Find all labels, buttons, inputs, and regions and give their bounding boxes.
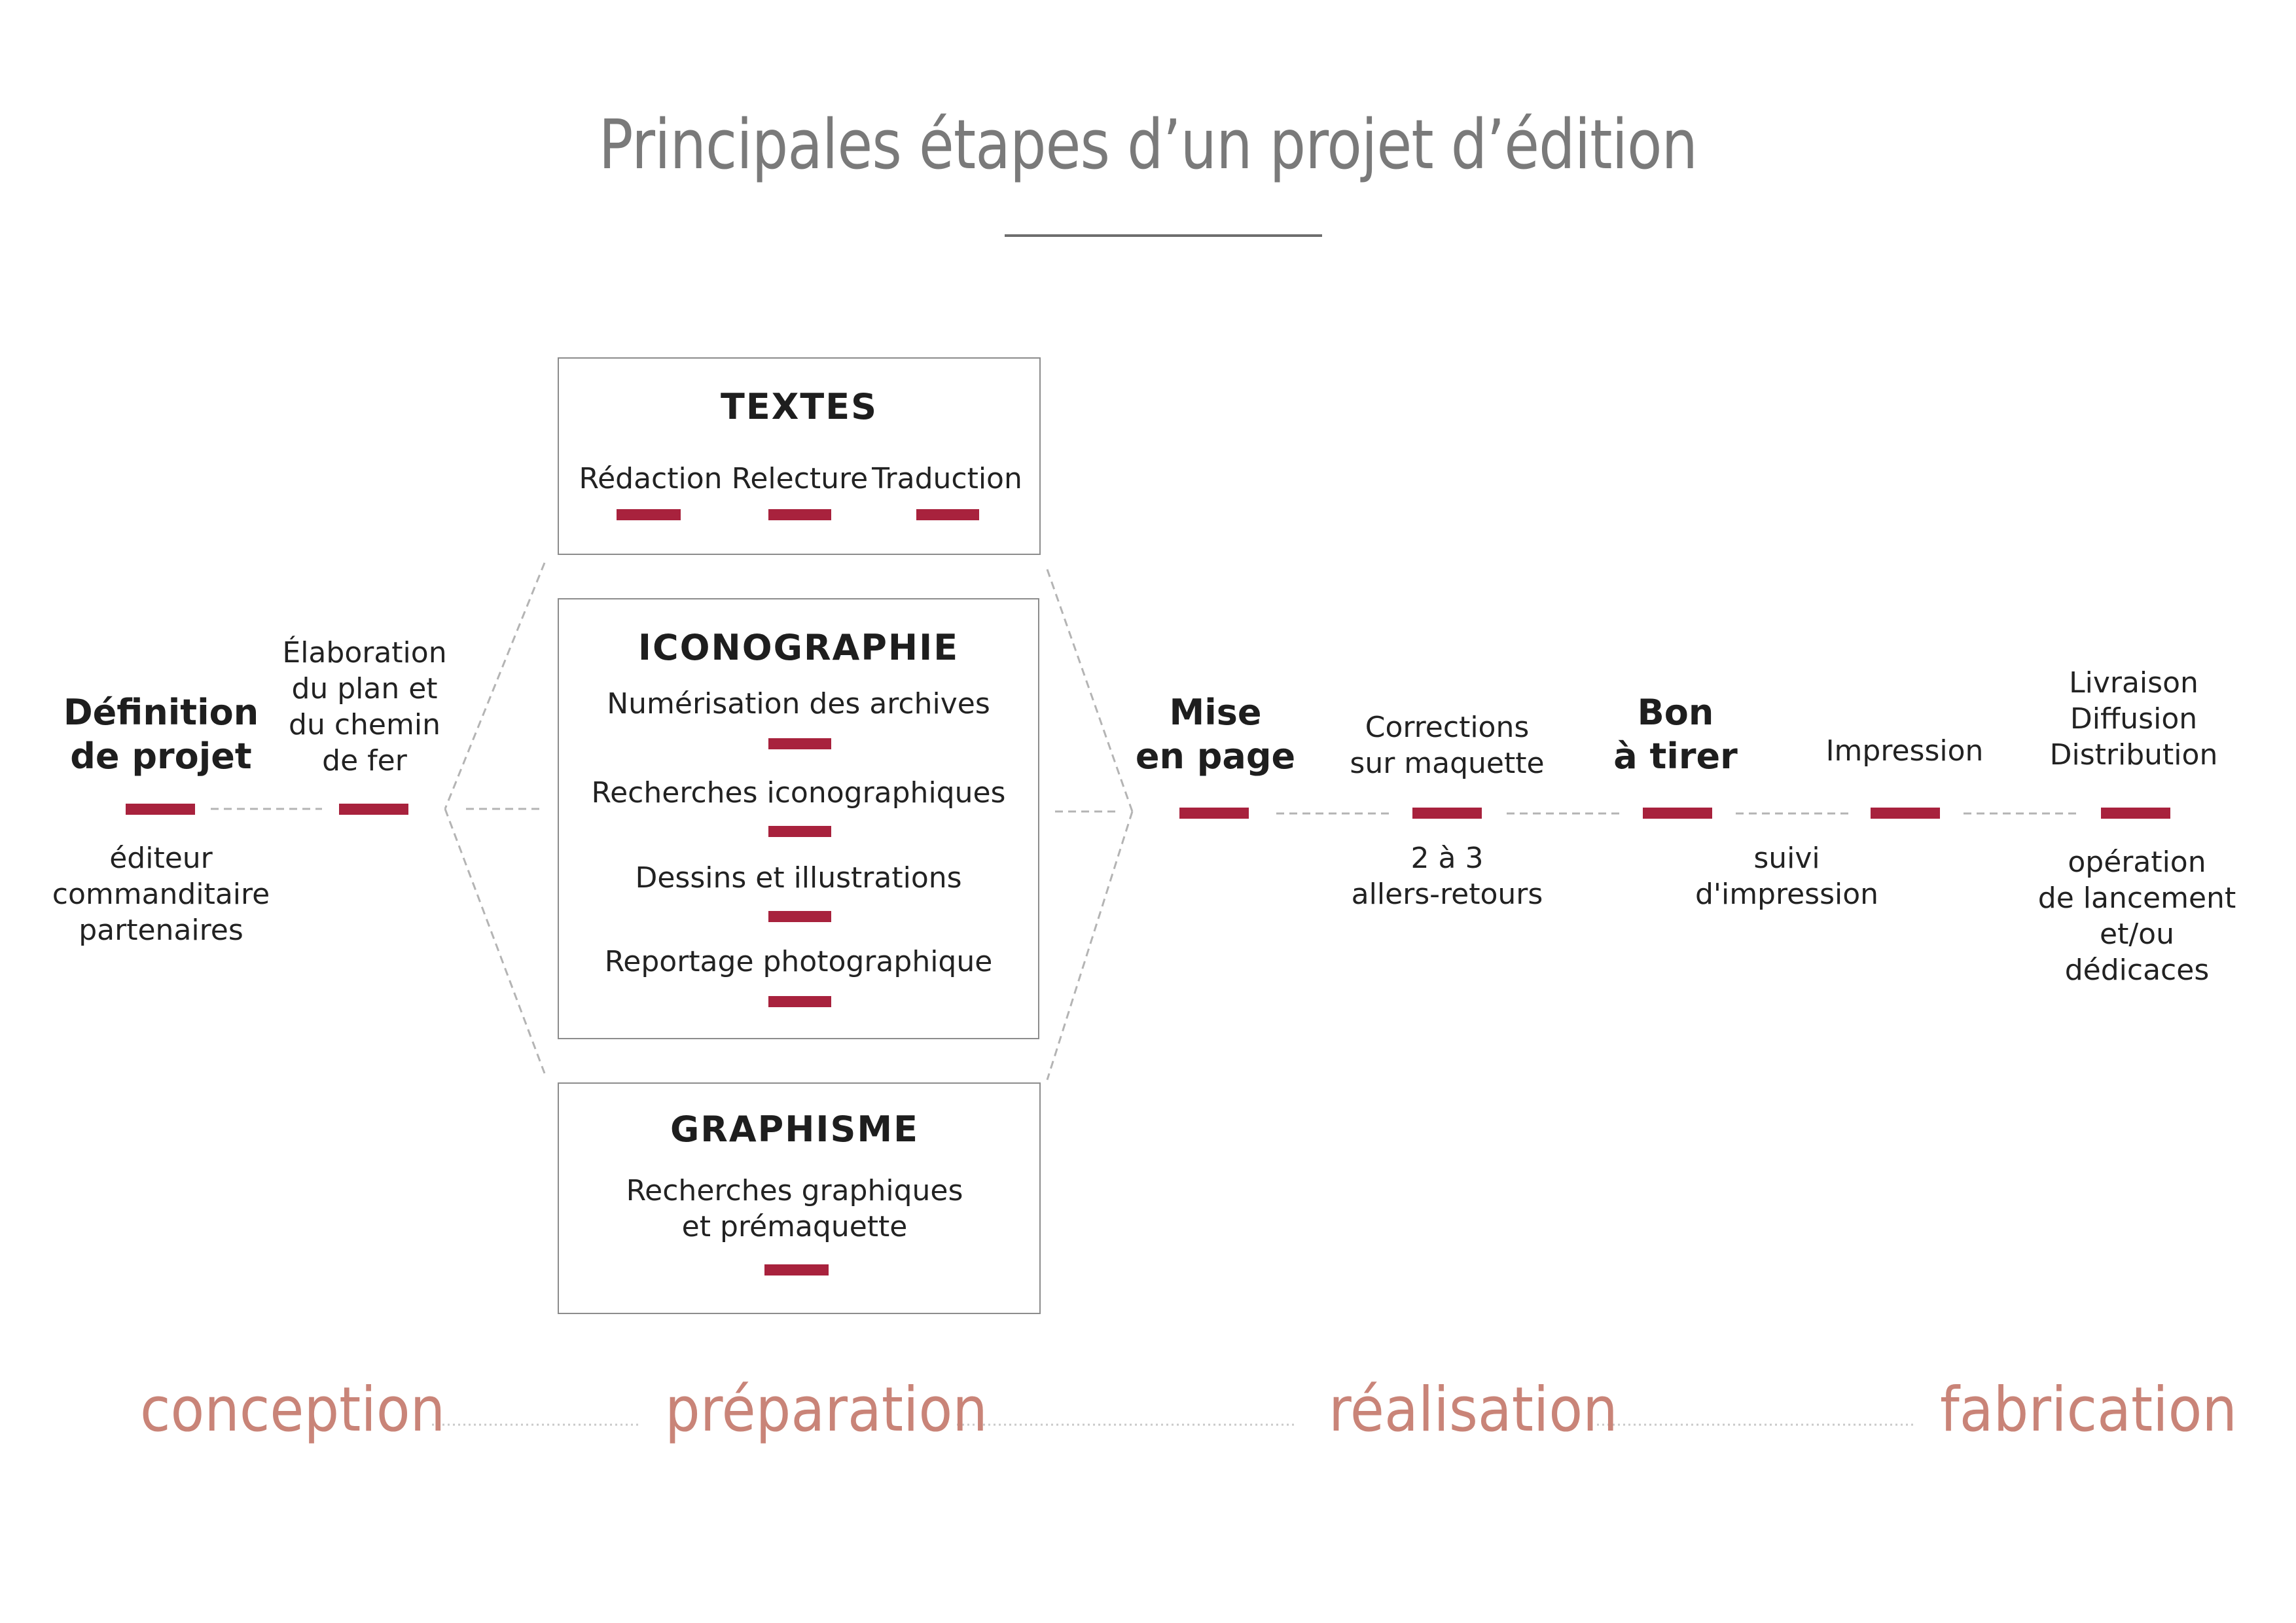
step-marker-livraison	[2101, 808, 2170, 819]
definition-label: Définition de projet	[63, 692, 259, 777]
step-label-traduction: Traduction	[872, 462, 1022, 495]
impression-notes: suivi d'impression	[1695, 842, 1879, 911]
step-marker-relecture	[768, 509, 831, 520]
step-marker-reportage	[768, 996, 831, 1007]
graphisme-box: GRAPHISME Recherches graphiques et préma…	[558, 1082, 1041, 1314]
step-marker-numerisation	[768, 738, 831, 749]
step-marker-elaboration	[339, 804, 408, 815]
phase-preparation: préparation	[665, 1374, 988, 1446]
page-title: Principales étapes d’un projet d’édition	[598, 105, 1698, 185]
iconographie-box: ICONOGRAPHIE Numérisation des archives R…	[558, 598, 1039, 1039]
step-marker-recherches-icono	[768, 826, 831, 837]
frame-right-lower	[1046, 811, 1134, 1080]
textes-box: TEXTES Rédaction Relecture Traduction	[558, 357, 1041, 555]
elaboration-label: Élaboration du plan et du chemin de fer	[282, 636, 447, 777]
step-marker-corrections	[1412, 808, 1482, 819]
mise-en-page-label: Mise en page	[1135, 692, 1296, 777]
bon-a-tirer-label: Bon à tirer	[1613, 692, 1738, 777]
step-label-reportage: Reportage photographique	[604, 945, 993, 978]
phase-fabrication: fabrication	[1940, 1374, 2238, 1446]
step-marker-dessins	[768, 911, 831, 922]
step-marker-mise-en-page	[1179, 808, 1249, 819]
step-label-dessins: Dessins et illustrations	[635, 861, 962, 895]
step-marker-impression	[1871, 808, 1940, 819]
graphisme-text: Recherches graphiques et prémaquette	[626, 1174, 963, 1243]
frame-left-upper	[444, 562, 546, 810]
step-marker-bon-a-tirer	[1643, 808, 1712, 819]
iconographie-heading: ICONOGRAPHIE	[637, 627, 960, 668]
step-label-redaction: Rédaction	[579, 462, 723, 495]
step-marker-graphisme	[764, 1264, 829, 1275]
impression-label: Impression	[1825, 734, 1984, 768]
step-label-relecture: Relecture	[731, 462, 869, 495]
frame-right-upper	[1046, 569, 1134, 812]
corrections-notes: 2 à 3 allers-retours	[1351, 842, 1543, 911]
step-marker-traduction	[916, 509, 979, 520]
corrections-label: Corrections sur maquette	[1350, 711, 1545, 780]
definition-notes: éditeur commanditaire partenaires	[52, 842, 270, 947]
phase-realisation: réalisation	[1329, 1374, 1618, 1446]
graphisme-heading: GRAPHISME	[670, 1109, 920, 1150]
livraison-notes: opération de lancement et/ou dédicaces	[2037, 846, 2236, 987]
livraison-label: Livraison Diffusion Distribution	[2049, 666, 2218, 772]
phase-conception: conception	[140, 1374, 446, 1446]
textes-heading: TEXTES	[721, 386, 878, 427]
frame-left-lower	[444, 808, 546, 1074]
step-label-numerisation: Numérisation des archives	[607, 687, 990, 721]
step-marker-definition	[126, 804, 195, 815]
step-marker-redaction	[617, 509, 681, 520]
step-label-recherches-icono: Recherches iconographiques	[591, 776, 1006, 810]
